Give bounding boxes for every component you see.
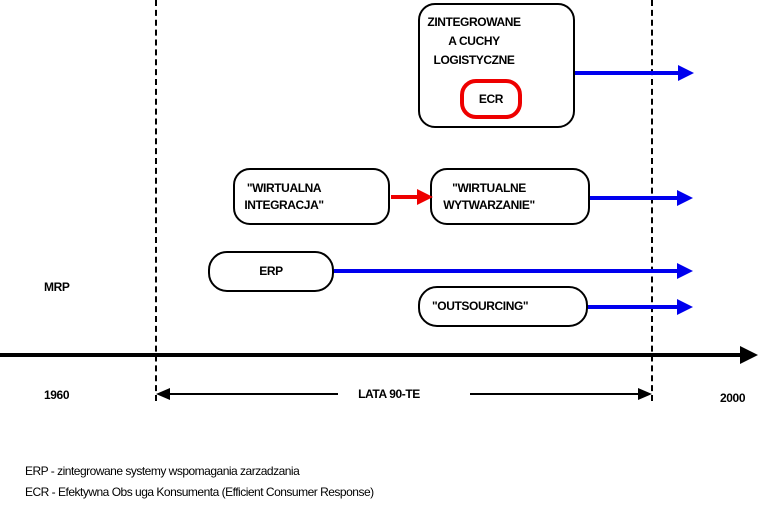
ecr-highlight-oval: ECR [460,79,522,119]
integrated-logistics-box: ZINTEGROWANE A CUCHY LOGISTYCZNE ECR [418,3,575,128]
virtual-manufacturing-line-1: "WIRTUALNE [452,180,526,195]
range-label: LATA 90-TE [358,387,420,401]
arrowhead-icon [678,65,694,81]
time-axis [0,346,758,364]
range-line-left [170,393,339,395]
red-arrow-integration-to-manufacturing [391,189,433,205]
range-line-right [469,393,638,395]
dashed-line-left [155,0,157,401]
virtual-manufacturing-box: "WIRTUALNE WYTWARZANIE" [430,168,590,225]
ecr-label: ECR [478,92,504,106]
blue-arrow-integrated [575,65,694,81]
erp-label: ERP [259,264,283,278]
blue-arrow-virtual-manufacturing [590,190,693,206]
blue-arrow-outsourcing [588,299,693,315]
virtual-manufacturing-line-2: WYTWARZANIE" [443,197,535,212]
time-axis-arrowhead-icon [740,346,758,364]
blue-arrow-erp [334,263,693,279]
dashed-line-right [651,0,653,401]
integrated-line-3: LOGISTYCZNE [433,53,515,67]
legend-ecr-definition: ECR - Efektywna Obs uga Konsumenta (Effi… [25,485,374,499]
virtual-integration-line-2: INTEGRACJA" [244,197,324,212]
outsourcing-label: "OUTSOURCING" [432,299,529,313]
integrated-line-2: A CUCHY [448,34,500,48]
outsourcing-box: "OUTSOURCING" [418,286,588,327]
virtual-integration-line-1: "WIRTUALNA [246,180,322,195]
integrated-line-1: ZINTEGROWANE [427,15,521,29]
year-2000-label: 2000 [720,391,746,405]
arrowhead-icon [677,299,693,315]
legend-erp-definition: ERP - zintegrowane systemy wspomagania z… [25,464,300,478]
legend: ERP - zintegrowane systemy wspomagania z… [25,461,374,503]
arrowhead-icon [677,190,693,206]
mrp-label: MRP [44,280,70,294]
arrowhead-icon [417,189,433,205]
year-1960-label: 1960 [44,388,70,402]
right-arrowhead-icon [638,388,652,400]
nineties-range-arrow: LATA 90-TE [156,385,652,403]
erp-box: ERP [208,251,334,292]
virtual-integration-box: "WIRTUALNA INTEGRACJA" [233,168,390,225]
left-arrowhead-icon [156,388,170,400]
arrowhead-icon [677,263,693,279]
